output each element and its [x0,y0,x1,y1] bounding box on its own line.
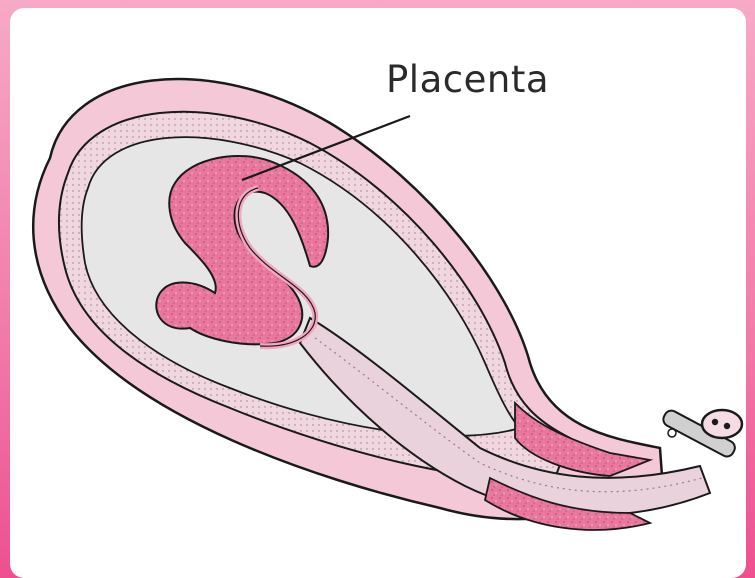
cord-cut-end [702,410,742,438]
illustration-card: Placenta [10,8,746,578]
placenta-label: Placenta [386,58,549,101]
uterus-placenta-illustration [10,8,746,578]
